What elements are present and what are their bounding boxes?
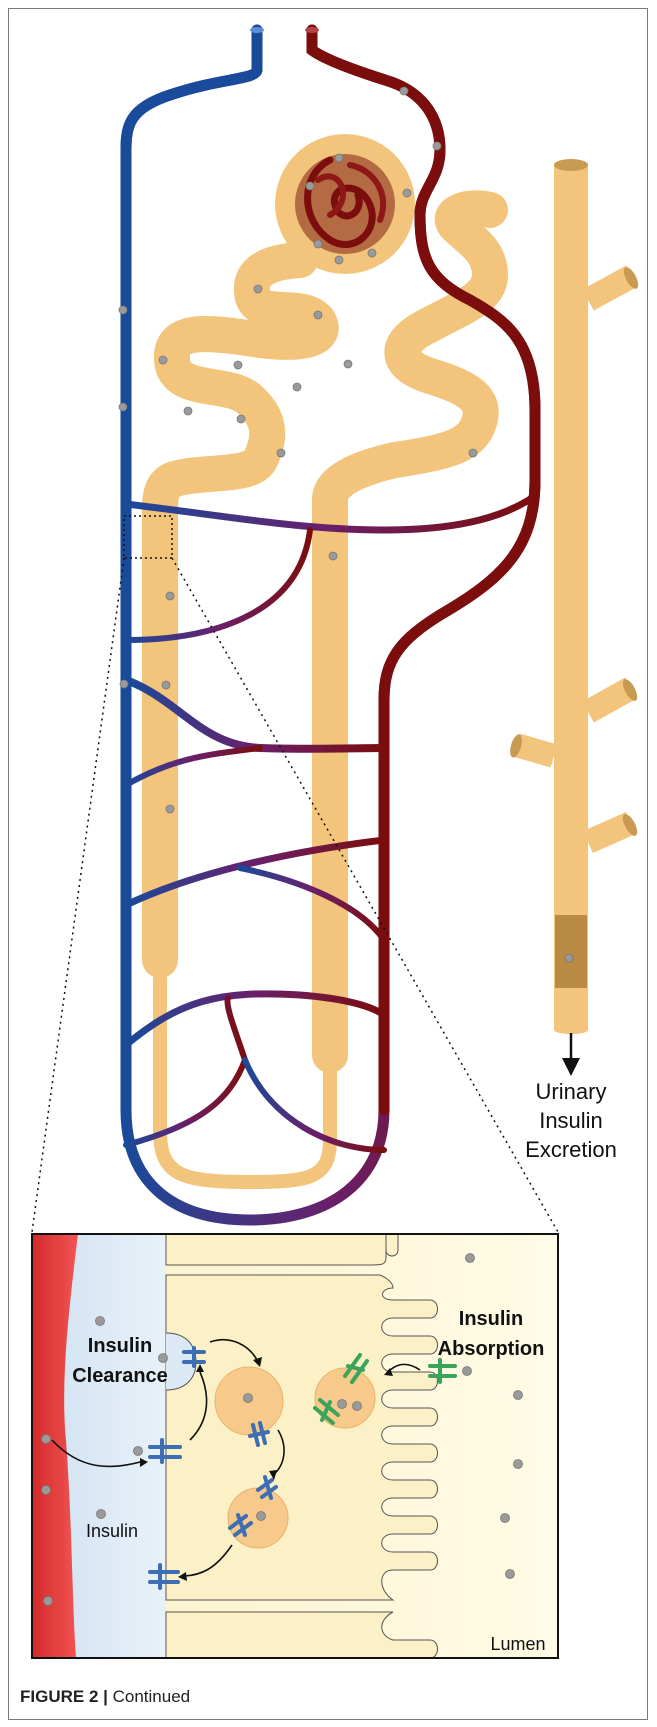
lumen-label: Lumen [490,1634,545,1654]
collecting-duct [508,159,641,1034]
urinary-label-line2: Insulin [539,1108,603,1133]
clearance-label-line2: Clearance [72,1365,168,1387]
figure-caption: FIGURE 2 | Continued [20,1687,190,1707]
absorption-label-line2: Absorption [438,1338,545,1360]
absorption-label-line1: Insulin [459,1308,523,1330]
insulin-label: Insulin [86,1521,138,1541]
excretion-arrow-head [562,1058,580,1076]
urinary-label-line3: Excretion [525,1137,617,1162]
caption-text: Continued [113,1687,191,1706]
clearance-label-line1: Insulin [88,1335,152,1357]
urinary-label-line1: Urinary [536,1079,607,1104]
zoom-leader-right [172,558,558,1232]
caption-prefix: FIGURE 2 | [20,1687,108,1706]
zoom-inset [32,1234,558,1658]
nephron-tubule [160,134,490,1182]
zoom-leader-left [32,558,124,1232]
